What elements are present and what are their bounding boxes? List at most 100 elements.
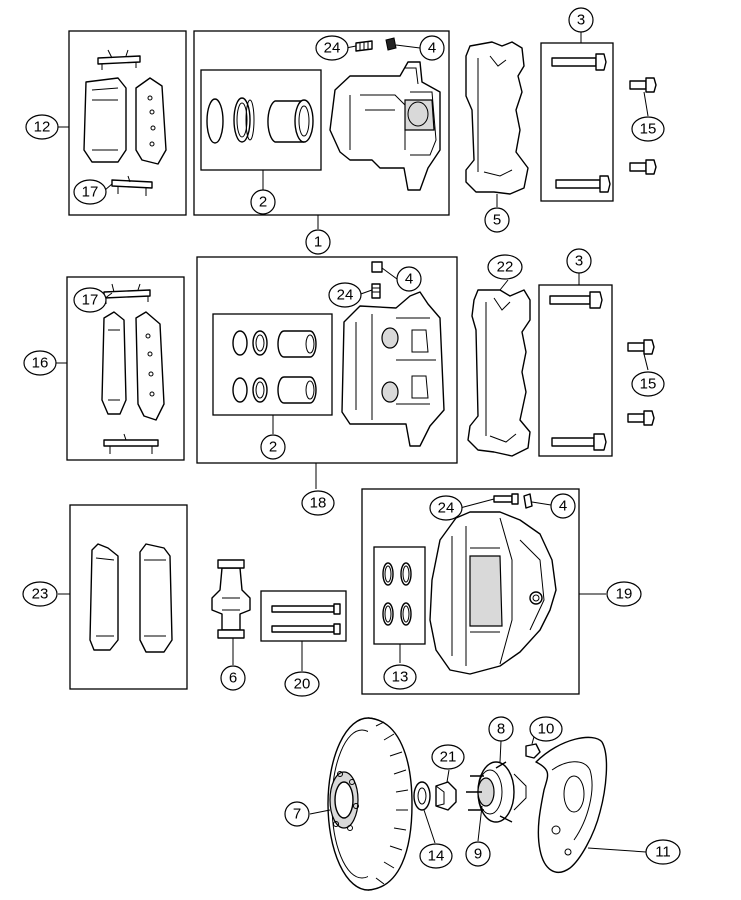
bleeder-cap-lower	[523, 493, 533, 509]
bleeder-cap-upper	[385, 37, 397, 51]
caliper-upper	[329, 61, 441, 191]
svg-text:19: 19	[616, 586, 633, 603]
svg-text:22: 22	[497, 259, 514, 276]
callout-2-upper: 2	[250, 189, 276, 215]
svg-text:9: 9	[474, 846, 482, 863]
guide-pin-middle-bottom	[551, 433, 607, 451]
pin-kit-box-3-lower	[538, 284, 613, 457]
svg-text:2: 2	[269, 439, 277, 456]
callout-20: 20	[284, 671, 320, 697]
piston-seals-lower-kit	[232, 330, 268, 403]
svg-text:24: 24	[324, 40, 341, 57]
callout-18: 18	[301, 490, 335, 516]
caliper-bracket-middle	[467, 289, 531, 457]
leader-lines	[56, 32, 649, 853]
svg-text:20: 20	[294, 676, 311, 693]
svg-text:8: 8	[497, 721, 505, 738]
svg-text:2: 2	[259, 194, 267, 211]
callout-8: 8	[488, 716, 514, 742]
bleeder-screw-upper	[355, 40, 373, 52]
pad-kit-box-16	[66, 276, 185, 461]
caliper-assembly-box-1	[193, 30, 450, 216]
svg-text:1: 1	[314, 234, 322, 251]
callout-17-middle: 17	[73, 287, 107, 313]
callout-4-lower: 4	[550, 493, 576, 519]
svg-text:15: 15	[640, 376, 657, 393]
caliper-bracket-upper	[465, 41, 529, 195]
callout-2-lower: 2	[260, 434, 286, 460]
brake-pads-lower	[89, 543, 173, 653]
bleeder-screw-lower	[493, 493, 519, 505]
piston-seals-lower	[382, 562, 412, 626]
svg-text:4: 4	[559, 498, 567, 515]
bleeder-screw-middle	[371, 283, 381, 299]
svg-text:24: 24	[438, 500, 455, 517]
callout-17-upper: 17	[73, 179, 107, 205]
bracket-bolt-upper-2	[629, 159, 657, 175]
svg-text:18: 18	[310, 495, 327, 512]
svg-text:16: 16	[32, 355, 49, 372]
callout-10: 10	[529, 716, 563, 742]
callout-3-upper: 3	[568, 7, 594, 33]
svg-text:3: 3	[577, 12, 585, 29]
callout-22: 22	[487, 254, 523, 280]
piston-upper	[267, 99, 314, 143]
callout-19: 19	[606, 581, 642, 607]
svg-text:4: 4	[405, 271, 413, 288]
callout-14: 14	[419, 843, 453, 869]
callout-9: 9	[465, 841, 491, 867]
caliper-slide-damper	[211, 559, 251, 639]
svg-text:23: 23	[32, 586, 49, 603]
guide-pin-upper-top	[551, 53, 607, 71]
hub-nut	[435, 781, 457, 811]
piston-kit-box-2-upper	[200, 69, 322, 171]
bracket-bolt-middle-2	[627, 410, 655, 426]
guide-pin-middle-top	[549, 291, 603, 309]
callout-7: 7	[284, 801, 310, 827]
svg-text:13: 13	[392, 669, 409, 686]
splash-shield	[535, 736, 608, 873]
brake-pads-upper	[83, 77, 167, 165]
brake-pads-middle	[101, 311, 165, 421]
piston-seals-upper	[206, 97, 255, 144]
svg-text:10: 10	[538, 721, 555, 738]
callout-15-upper: 15	[631, 116, 665, 142]
brake-rotor	[327, 717, 413, 891]
callout-21: 21	[431, 744, 465, 770]
pad-clip-middle-bottom	[103, 433, 159, 454]
callout-6: 6	[220, 665, 246, 691]
bracket-bolt-middle-1	[627, 339, 655, 355]
svg-text:17: 17	[82, 292, 99, 309]
pistons-lower-kit	[277, 330, 317, 404]
svg-text:24: 24	[337, 287, 354, 304]
bleeder-cap-middle	[371, 261, 383, 273]
svg-text:5: 5	[493, 212, 501, 229]
callout-5: 5	[484, 207, 510, 233]
bracket-bolt-upper-1	[629, 77, 657, 93]
caliper-assembly-box-18	[196, 256, 458, 464]
callout-1: 1	[305, 229, 331, 255]
callout-3-lower: 3	[566, 248, 592, 274]
callout-23: 23	[22, 581, 58, 607]
retainer-washer	[413, 781, 431, 811]
callout-11: 11	[645, 839, 681, 865]
pin-kit-box-3-upper	[540, 42, 614, 202]
hub-bearing	[466, 761, 527, 823]
svg-text:4: 4	[428, 40, 436, 57]
pad-kit-box-12	[68, 30, 187, 216]
piston-kit-box-13	[373, 546, 426, 645]
pad-kit-box-23	[69, 504, 188, 690]
callout-24-middle: 24	[328, 282, 362, 308]
svg-text:17: 17	[82, 184, 99, 201]
callout-12: 12	[25, 114, 59, 140]
svg-text:3: 3	[575, 253, 583, 270]
guide-pin-upper-bottom	[555, 175, 611, 193]
svg-text:15: 15	[640, 121, 657, 138]
svg-text:7: 7	[293, 806, 301, 823]
callout-24-lower: 24	[429, 495, 463, 521]
svg-text:21: 21	[440, 749, 457, 766]
caliper-lower	[429, 511, 557, 675]
svg-text:12: 12	[34, 119, 51, 136]
